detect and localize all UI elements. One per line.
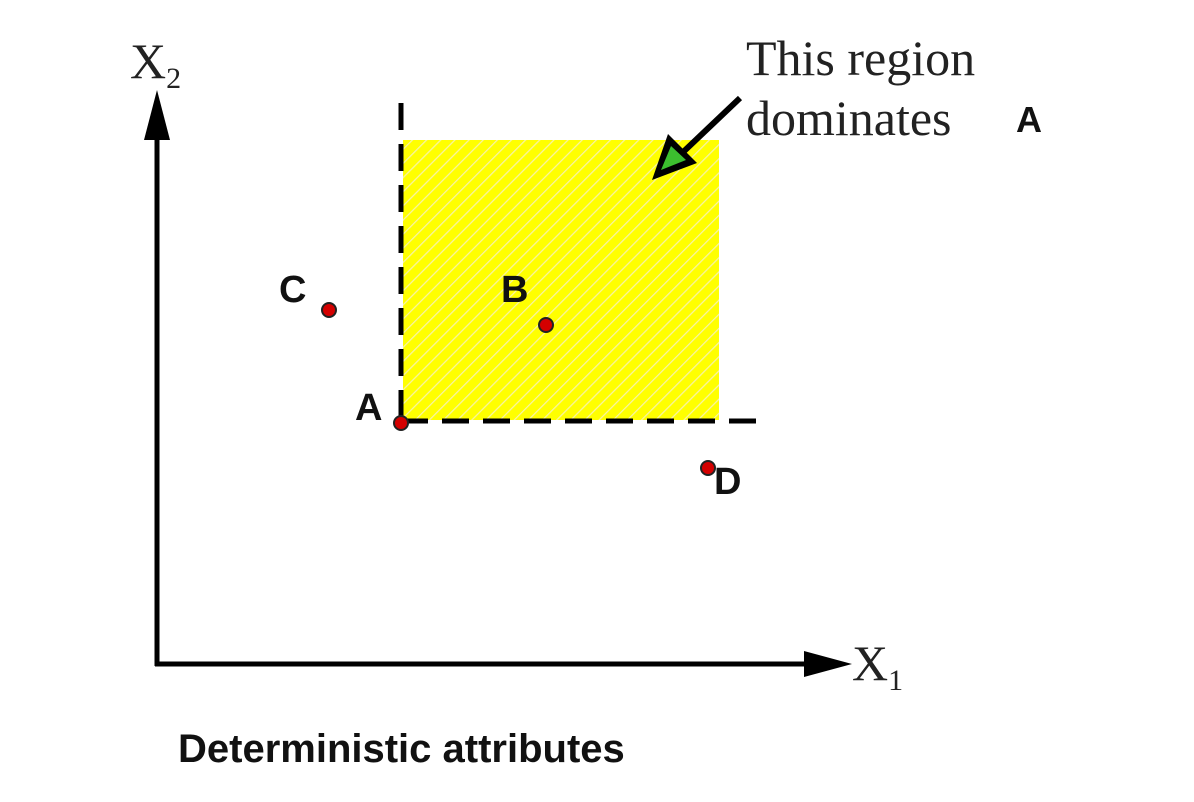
point-a-marker xyxy=(393,415,409,431)
x-axis-arrow-icon xyxy=(804,651,852,677)
annotation-line-1: This region xyxy=(746,30,975,86)
point-b-marker xyxy=(538,317,554,333)
y-axis-arrow-icon xyxy=(144,90,170,140)
point-c-label: C xyxy=(279,269,306,311)
dominance-region xyxy=(403,140,719,420)
point-d-marker xyxy=(700,460,716,476)
pointer-arrow-shaft xyxy=(677,95,743,158)
x-axis-label-main: X xyxy=(852,635,888,691)
annotation-line-2: dominates xyxy=(746,90,952,146)
pointer-arrow-tip-icon xyxy=(661,146,686,170)
y-axis-label-subscript: 2 xyxy=(166,62,181,95)
y-axis-label-main: X xyxy=(130,33,166,89)
point-d: D xyxy=(700,460,741,503)
point-d-label: D xyxy=(714,461,741,503)
point-c-marker xyxy=(321,302,337,318)
point-a-label: A xyxy=(355,387,382,429)
diagram-caption: Deterministic attributes xyxy=(178,727,625,771)
point-b-label: B xyxy=(501,269,528,311)
x-axis-label: X1 xyxy=(852,635,903,697)
annotation-target-label: A xyxy=(1016,99,1042,140)
x-axis-label-subscript: 1 xyxy=(888,664,903,697)
y-axis-label: X2 xyxy=(130,33,181,95)
point-a: A xyxy=(355,387,409,431)
point-b: B xyxy=(501,269,554,333)
point-c: C xyxy=(279,269,337,318)
